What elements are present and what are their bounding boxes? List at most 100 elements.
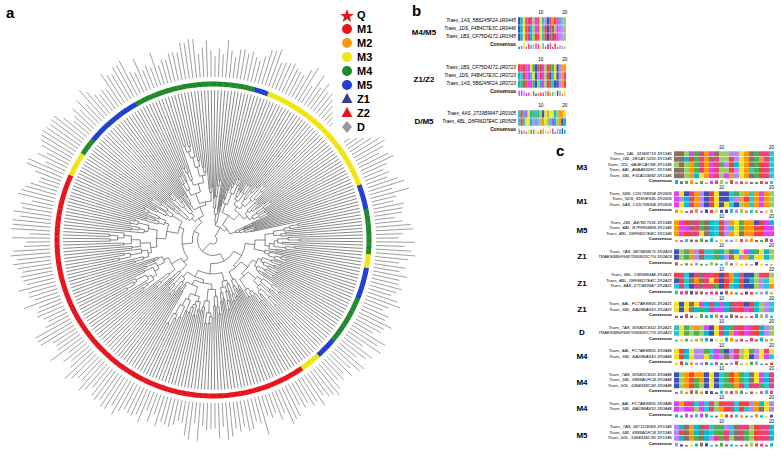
tree-branch (161, 205, 168, 210)
residue-cell (564, 72, 566, 79)
tree-branch (184, 169, 186, 174)
residue-cell (759, 255, 764, 260)
tree-branch (256, 269, 259, 271)
consensus-bar (545, 91, 546, 96)
leaf-label-mark (188, 402, 193, 440)
consensus-bar (695, 263, 698, 266)
residue-cell (679, 202, 684, 207)
tree-branch (147, 275, 151, 277)
group-ring (323, 348, 326, 351)
residue-cell (699, 162, 704, 167)
group-ring (152, 95, 156, 96)
consensus-bar (755, 210, 758, 213)
residue-cell (709, 191, 714, 196)
tree-branch (167, 231, 178, 233)
leaf-label-mark (202, 47, 204, 77)
tree-branch (190, 216, 194, 220)
tree-branch (99, 143, 167, 201)
residue-cell (739, 273, 744, 278)
group-ring (91, 140, 93, 143)
residue-cell (549, 64, 551, 71)
residue-cell (679, 231, 684, 236)
group-ring (89, 142, 91, 145)
group-ring (136, 102, 139, 104)
residue-cell (759, 226, 764, 231)
group-ring (264, 386, 268, 387)
consensus-bar (750, 238, 753, 242)
tree-branch (97, 145, 166, 201)
leaf-label-mark (29, 285, 56, 293)
residue-cell (749, 249, 754, 254)
residue-cell (528, 72, 530, 79)
tree-branch (229, 272, 233, 280)
leaf-label-mark (301, 377, 317, 402)
tree-branch (257, 165, 342, 215)
group-ring (55, 243, 60, 247)
tree-branch (222, 301, 235, 388)
leaf-label-mark (19, 282, 56, 292)
residue-cell (525, 72, 527, 79)
tree-branch (220, 293, 221, 301)
leaf-label-mark (376, 233, 403, 235)
tree-branch (194, 305, 197, 315)
tree-branch (195, 301, 196, 305)
residue-cell (532, 25, 534, 32)
tree-branch (240, 272, 249, 279)
residue-cell (719, 278, 724, 283)
residue-cell (709, 151, 714, 156)
tree-branch (248, 288, 251, 292)
tree-branch (180, 283, 184, 288)
group-ring (118, 364, 121, 366)
residue-cell (754, 197, 759, 202)
tree-branch (171, 194, 176, 199)
tree-branch (245, 227, 255, 230)
tree-branch (256, 153, 335, 209)
residue-cell (532, 118, 534, 125)
tree-branch (286, 259, 358, 278)
residue-cell (561, 118, 563, 125)
group-ring (328, 343, 331, 346)
consensus-bar (535, 43, 536, 49)
tree-branch (198, 297, 199, 302)
tree-branch (242, 273, 244, 276)
consensus-bar (685, 263, 688, 265)
tree-branch (223, 216, 229, 225)
tree-branch (262, 258, 271, 261)
leaf-label-mark (36, 319, 71, 338)
residue-cell (689, 173, 694, 178)
group-ring (335, 143, 337, 146)
group-ring (142, 379, 145, 381)
tree-branch (234, 251, 242, 255)
residue-cell (714, 197, 719, 202)
tree-branch (252, 213, 257, 216)
tree-branch (273, 230, 284, 232)
consensus-bar (745, 182, 748, 184)
tree-branch (183, 272, 187, 277)
leaf-label-mark (182, 401, 186, 423)
residue-cell (523, 17, 525, 24)
residue-cell (699, 226, 704, 231)
residue-cell (719, 197, 724, 202)
tree-branch (127, 284, 135, 288)
consensus-bar (547, 44, 548, 49)
leaf-label-mark (41, 178, 60, 185)
residue-cell (684, 151, 689, 156)
group-ring (65, 288, 66, 292)
consensus-bar (535, 130, 536, 134)
leaf-label-mark (330, 354, 352, 375)
residue-cell (684, 202, 689, 207)
residue-cell (542, 110, 544, 117)
group-ring (227, 82, 231, 87)
consensus-bar (730, 240, 733, 242)
residue-cell (535, 33, 537, 40)
residue-cell (544, 25, 546, 32)
group-ring (63, 195, 64, 199)
group-ring (71, 172, 73, 175)
group-ring (121, 112, 124, 114)
tree-branch (264, 262, 274, 266)
consensus-bar (715, 180, 718, 184)
group-ring (133, 374, 136, 376)
residue-cell (749, 168, 754, 173)
tree-branch (269, 290, 325, 340)
group-ring (296, 370, 299, 372)
